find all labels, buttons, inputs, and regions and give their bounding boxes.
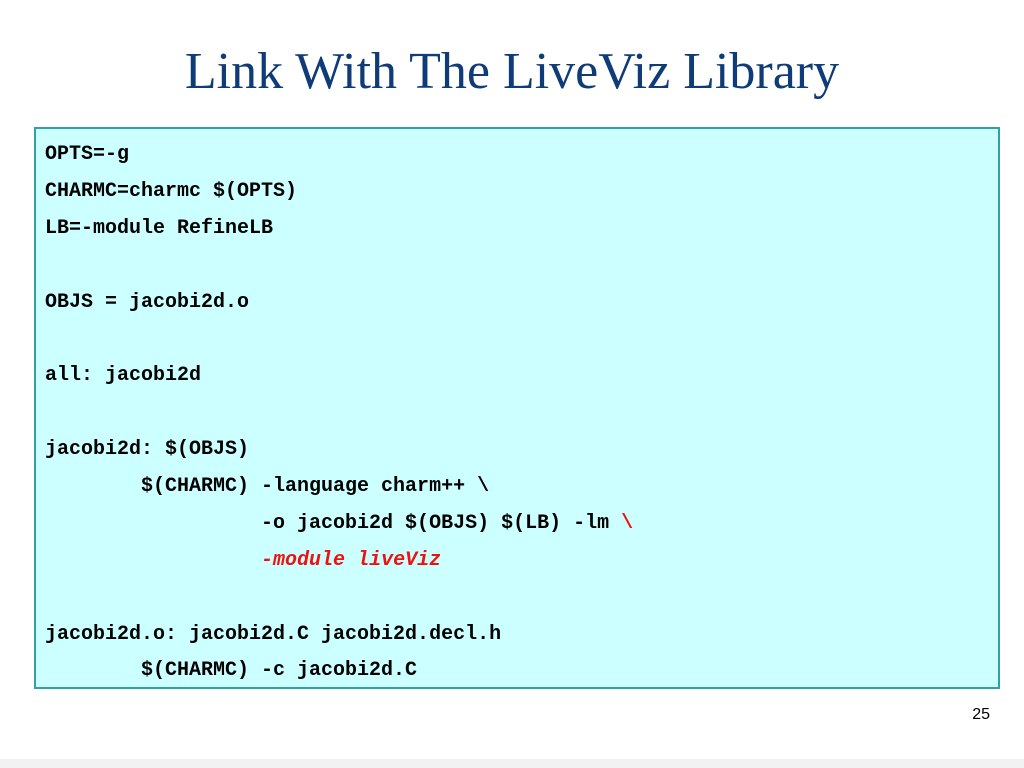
code-line-jacobi-target: jacobi2d: $(OBJS) (45, 438, 250, 462)
code-line-blank (45, 248, 998, 285)
code-line-charmc-language: $(CHARMC) -language charm++ \ (45, 475, 490, 499)
slide-title: Link With The LiveViz Library (184, 43, 840, 100)
code-line-blank (45, 321, 998, 358)
code-line-liveviz-module: -module liveViz (45, 543, 998, 580)
code-line-indent (45, 549, 261, 572)
code-line-link-flags-text: -o jacobi2d $(OBJS) $(LB) -lm (45, 511, 622, 535)
code-line-compile: $(CHARMC) -c jacobi2d.C (45, 659, 418, 683)
bottom-band (0, 759, 1024, 768)
code-line-objs: OBJS = jacobi2d.o (45, 290, 250, 314)
code-line-object-target: jacobi2d.o: jacobi2d.C jacobi2d.decl.h (45, 622, 502, 646)
code-line-opts: OPTS=-g (45, 143, 130, 166)
line-continuation-highlight: \ (621, 511, 634, 535)
code-line-blank (45, 580, 998, 617)
code-line-lb: LB=-module RefineLB (45, 216, 274, 240)
code-line-all: all: jacobi2d (45, 364, 202, 388)
page-number: 25 (972, 706, 990, 723)
code-line-link-flags: -o jacobi2d $(OBJS) $(LB) -lm \ (45, 506, 998, 543)
liveviz-module-highlight: -module liveViz (261, 548, 442, 572)
makefile-code-block: OPTS=-g CHARMC=charmc $(OPTS) LB=-module… (34, 127, 1000, 689)
code-line-charmc: CHARMC=charmc $(OPTS) (45, 179, 298, 203)
code-line-blank (45, 395, 998, 432)
